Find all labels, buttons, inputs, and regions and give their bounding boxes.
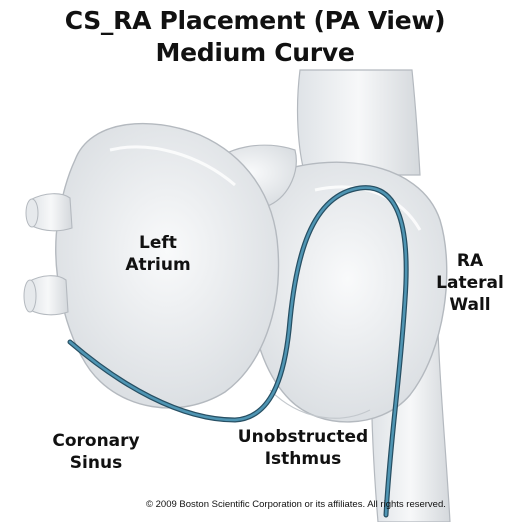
label-left-atrium: Left Atrium	[118, 232, 198, 276]
title-line-1: CS_RA Placement (PA View)	[0, 6, 510, 35]
title-line-2: Medium Curve	[0, 38, 510, 67]
vein-opening-2	[24, 280, 36, 312]
copyright-notice: © 2009 Boston Scientific Corporation or …	[146, 499, 510, 510]
label-ra-lateral-wall: RA Lateral Wall	[430, 250, 510, 316]
label-coronary-sinus: Coronary Sinus	[36, 430, 156, 474]
vena-cava-shape	[298, 70, 420, 175]
label-unobstructed-isthmus: Unobstructed Isthmus	[228, 426, 378, 470]
vein-opening-1	[26, 199, 38, 227]
